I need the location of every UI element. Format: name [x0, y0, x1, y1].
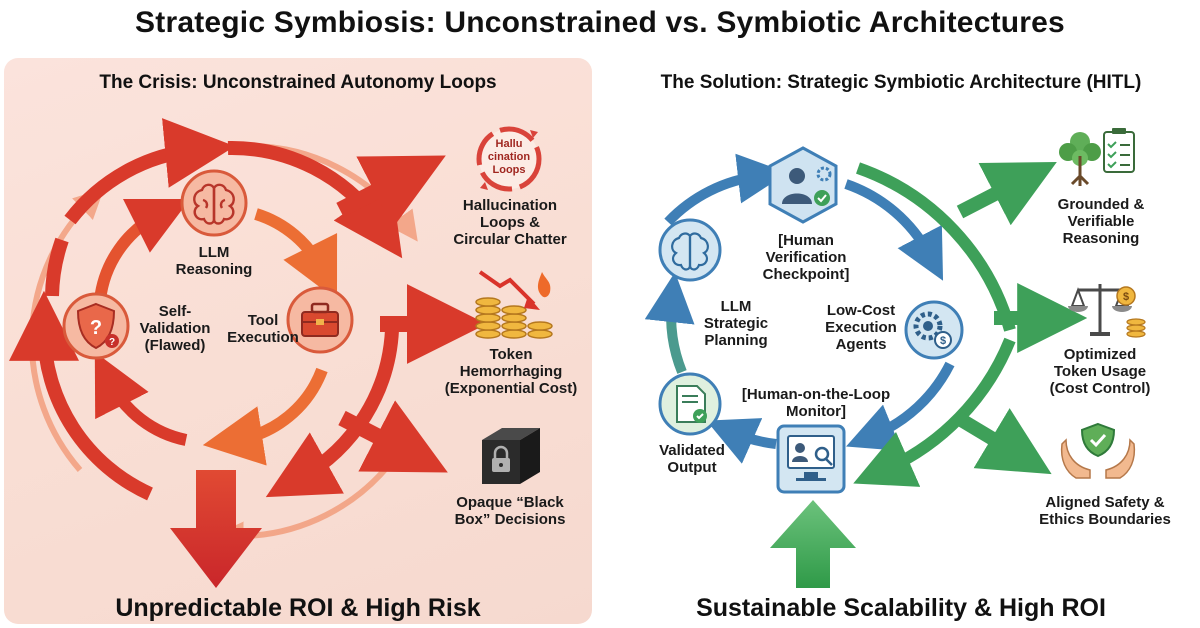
human-verification-node — [768, 146, 838, 224]
grounded-outcome-label: Grounded & Verifiable Reasoning — [1057, 196, 1145, 247]
inner-orange-loop — [94, 198, 338, 466]
brain-icon — [671, 232, 709, 271]
document-check-icon — [676, 385, 707, 423]
human-monitor-node — [776, 424, 846, 494]
svg-text:$: $ — [1123, 291, 1129, 303]
human-verification-label: [Human Verification Checkpoint] — [762, 232, 850, 283]
balance-scale-icon: $ — [1068, 284, 1146, 338]
execution-agents-node: $ — [904, 300, 964, 360]
big-up-arrow — [770, 500, 856, 588]
crisis-panel-title: The Crisis: Unconstrained Autonomy Loops — [99, 72, 497, 93]
tool-execution-node — [286, 286, 354, 354]
hallucination-outcome-label: Hallucination Loops & Circular Chatter — [453, 197, 567, 248]
svg-text:$: $ — [940, 335, 946, 347]
validated-output-node — [658, 372, 722, 436]
hands-shield-icon — [1060, 422, 1136, 479]
symbiotic-blue-loop — [644, 153, 955, 464]
outcome-arrows-left — [336, 155, 487, 473]
person-check-icon — [782, 166, 832, 206]
token-outcome-label: Token Hemorrhaging (Exponential Cost) — [444, 346, 578, 397]
llm-reasoning-node — [180, 169, 248, 237]
tree-checklist-icon — [1059, 128, 1135, 186]
toolbox-icon — [301, 302, 339, 337]
hallucination-icon-text: Hallu cination Loops — [487, 138, 531, 176]
shield-question-icon: ? ? — [76, 302, 119, 350]
brain-icon — [193, 183, 235, 225]
self-validation-label: Self- Validation (Flawed) — [139, 303, 211, 354]
self-validation-node: ? ? — [62, 292, 130, 360]
llm-planning-label: LLM Strategic Planning — [703, 298, 769, 349]
flame-icon — [537, 272, 551, 298]
black-box-icon — [482, 428, 540, 484]
token-coins-icon — [475, 270, 553, 339]
solution-panel-title: The Solution: Strategic Symbiotic Archit… — [660, 72, 1142, 93]
outcome-arrows-right — [954, 162, 1088, 475]
validated-output-label: Validated Output — [659, 442, 725, 476]
lock-icon — [492, 445, 510, 472]
svg-text:?: ? — [109, 337, 115, 348]
gear-dollar-icon: $ — [913, 311, 952, 349]
execution-agents-label: Low-Cost Execution Agents — [825, 302, 897, 353]
aligned-outcome-label: Aligned Safety & Ethics Boundaries — [1039, 494, 1171, 528]
crisis-footer: Unpredictable ROI & High Risk — [115, 594, 481, 622]
monitor-search-icon — [787, 435, 835, 481]
main-title: Strategic Symbiosis: Unconstrained vs. S… — [135, 6, 1065, 39]
big-down-arrow — [170, 470, 262, 588]
llm-reasoning-label: LLM Reasoning — [175, 244, 253, 278]
main-red-loop — [9, 118, 403, 501]
llm-planning-node — [658, 218, 722, 282]
hallucination-loop-icon — [476, 126, 542, 192]
svg-text:?: ? — [90, 317, 102, 339]
solution-footer: Sustainable Scalability & High ROI — [696, 594, 1106, 622]
optimized-outcome-label: Optimized Token Usage (Cost Control) — [1049, 346, 1151, 397]
human-monitor-label: [Human-on-the-Loop Monitor] — [741, 386, 891, 420]
tool-execution-label: Tool Execution — [227, 312, 299, 346]
blackbox-outcome-label: Opaque “Black Box” Decisions — [454, 494, 566, 528]
